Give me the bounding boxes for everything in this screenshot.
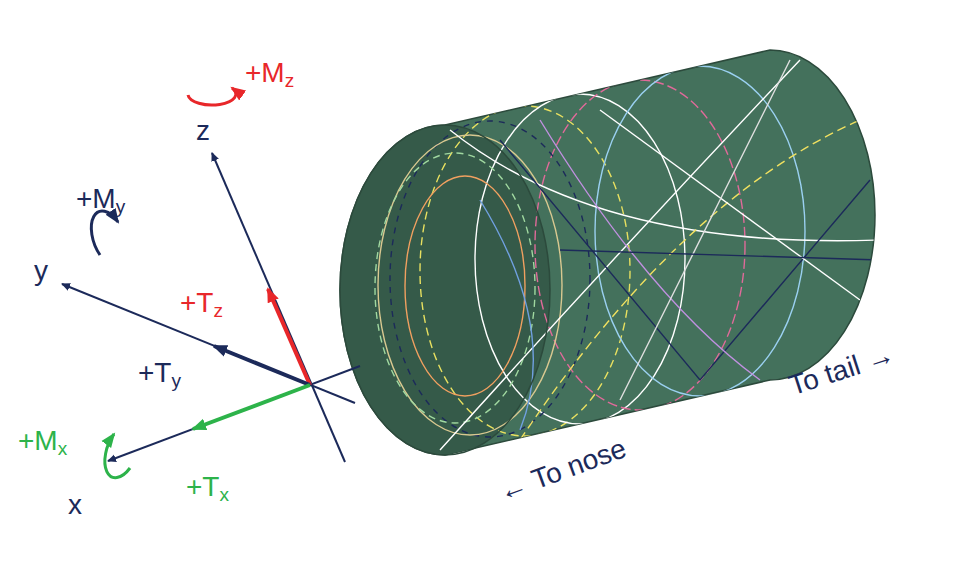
axis-label: z bbox=[196, 116, 210, 147]
my-rotation bbox=[91, 211, 118, 255]
moment-label: +Mz bbox=[245, 58, 294, 89]
front-rim bbox=[340, 125, 550, 455]
force-label: +Tz bbox=[180, 288, 223, 319]
axis-label: y bbox=[34, 256, 48, 287]
direction-label: ← To nose bbox=[495, 433, 631, 508]
mx-rotation bbox=[105, 434, 130, 478]
moment-label: +Mx bbox=[18, 426, 67, 457]
moment-label: +My bbox=[76, 184, 125, 215]
ty-arrow bbox=[214, 346, 310, 385]
force-label: +Tx bbox=[186, 472, 229, 503]
mz-rotation bbox=[188, 88, 236, 105]
tx-arrow bbox=[193, 385, 310, 429]
axis-label: x bbox=[68, 490, 82, 521]
force-label: +Ty bbox=[138, 358, 181, 389]
